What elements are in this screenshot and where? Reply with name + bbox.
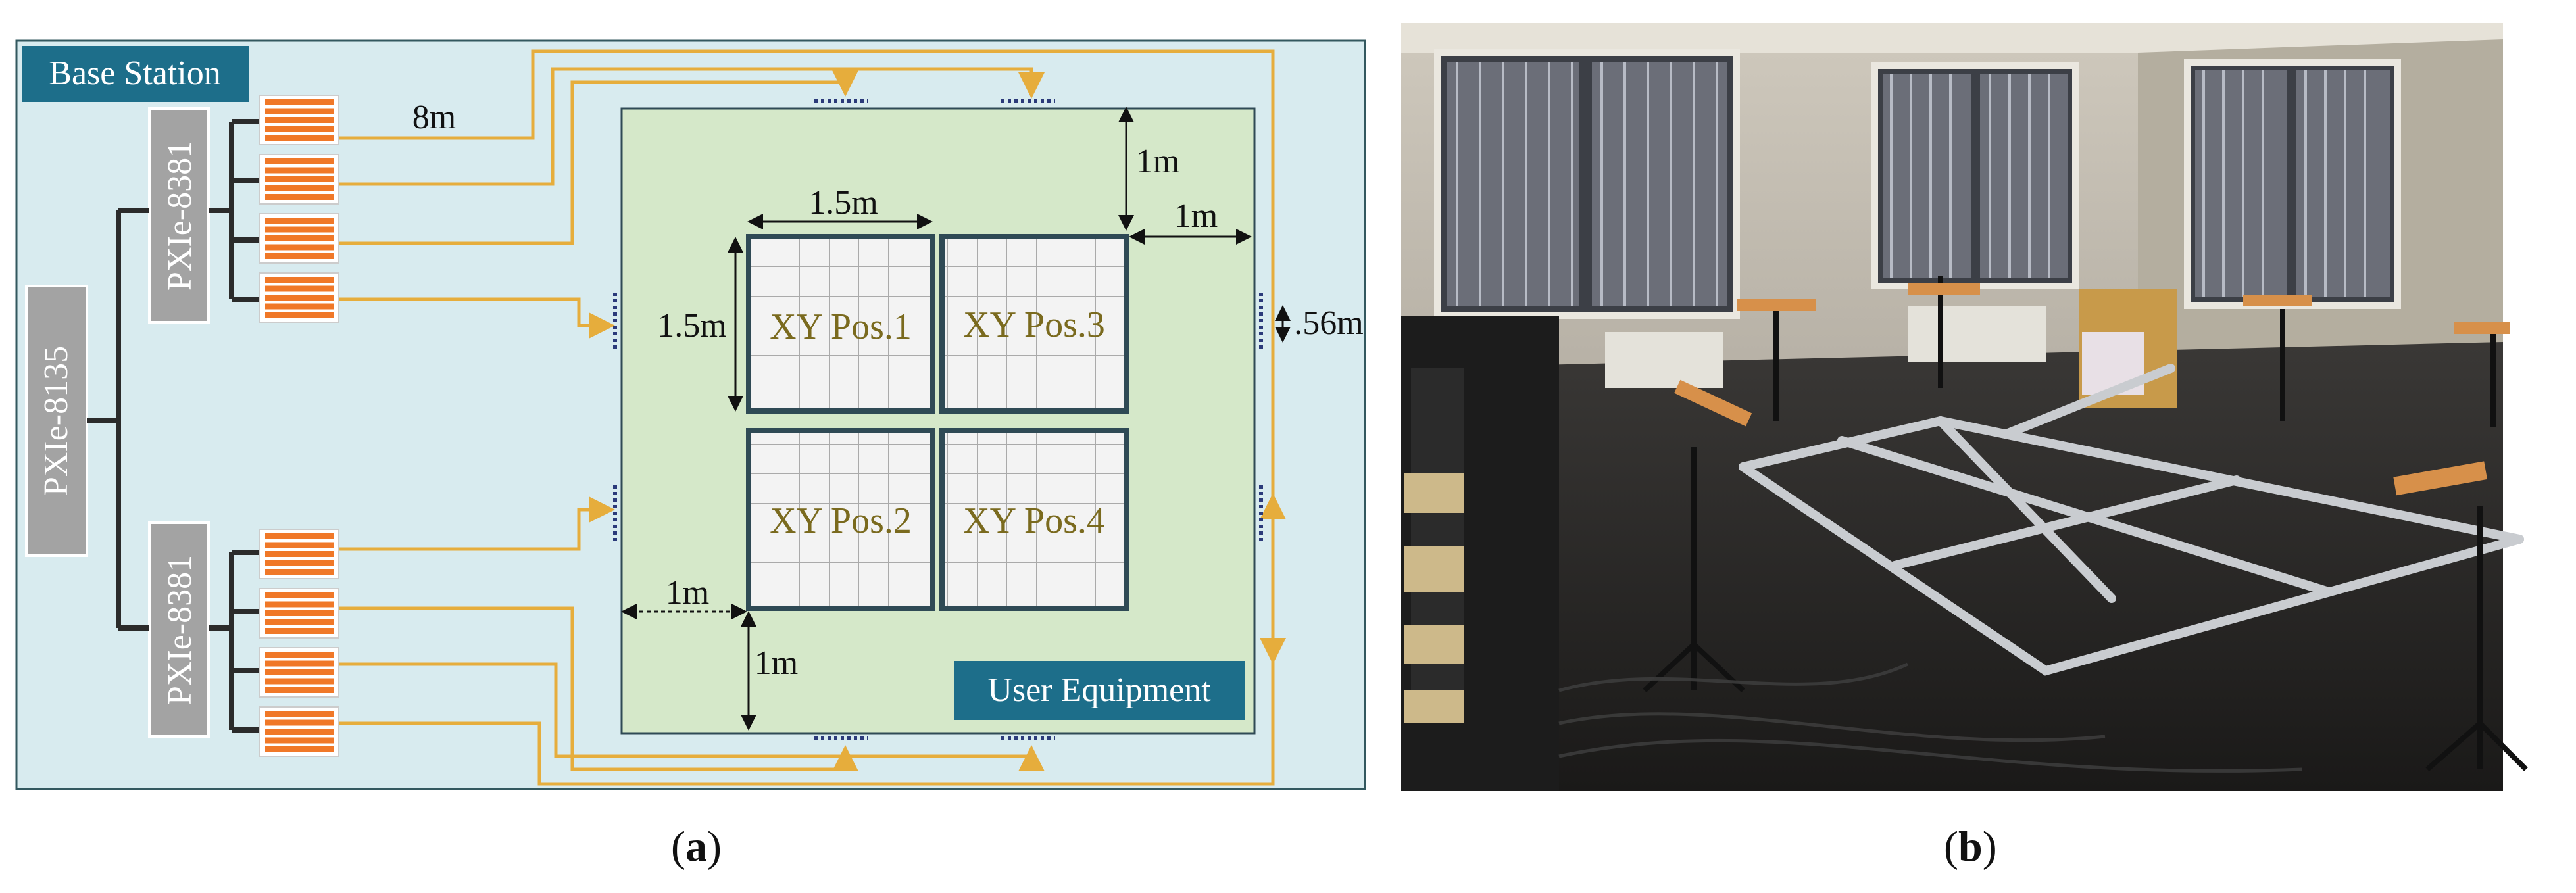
caption-b-letter: b	[1958, 823, 1983, 871]
dim-top-gap: 1m	[1136, 143, 1179, 180]
antenna-box	[259, 213, 339, 264]
user-equipment-label: User Equipment	[987, 671, 1211, 709]
antenna-box	[259, 588, 339, 639]
caption-a-letter: a	[685, 823, 707, 871]
dimension-arrows	[621, 107, 1291, 731]
antenna-array	[259, 95, 339, 757]
pxie-8135-label: PXIe-8135	[37, 346, 75, 496]
dim-grid-height: 1.5m	[657, 307, 726, 345]
pxie-8381-bottom-label: PXIe-8381	[161, 555, 199, 705]
window-middle	[1871, 62, 2079, 289]
antenna-box	[259, 529, 339, 579]
caption-b: (b)	[1944, 823, 1997, 871]
wall-antenna-markers	[613, 99, 1263, 740]
xy-pos-4-label: XY Pos.4	[963, 500, 1105, 541]
user-equipment-label-box	[954, 661, 1245, 720]
cable-lines	[339, 49, 1286, 786]
antenna-box	[259, 706, 339, 757]
antenna-box	[259, 272, 339, 323]
antenna-box	[259, 95, 339, 145]
xy-pos-2-label: XY Pos.2	[770, 500, 912, 541]
dim-grid-width: 1.5m	[808, 184, 878, 222]
xy-pos-1-label: XY Pos.1	[770, 306, 912, 347]
cable-length-label: 8m	[412, 99, 456, 136]
caption-a: (a)	[671, 823, 722, 871]
dim-right-gap: 1m	[1174, 197, 1218, 235]
antenna-box	[259, 647, 339, 698]
xy-pos-3-label: XY Pos.3	[963, 304, 1105, 345]
base-station-label: Base Station	[49, 55, 220, 92]
pxie-8135-box	[25, 285, 88, 557]
dim-right-extra: .56m	[1294, 304, 1363, 342]
pxie-8381-top-label: PXIe-8381	[161, 141, 199, 291]
window-left	[1434, 49, 1740, 319]
dim-bottom-gap: 1m	[755, 644, 798, 682]
lab-photo	[1401, 23, 2528, 791]
base-station-label-box	[22, 46, 249, 102]
bus-connectors	[87, 119, 260, 733]
pxie-8381-bottom-box	[148, 521, 210, 738]
pxie-8381-top-box	[148, 107, 210, 324]
user-equipment-room	[620, 107, 1256, 735]
dim-left-gap: 1m	[666, 574, 709, 612]
antenna-box	[259, 154, 339, 205]
position-grid	[746, 234, 1129, 611]
